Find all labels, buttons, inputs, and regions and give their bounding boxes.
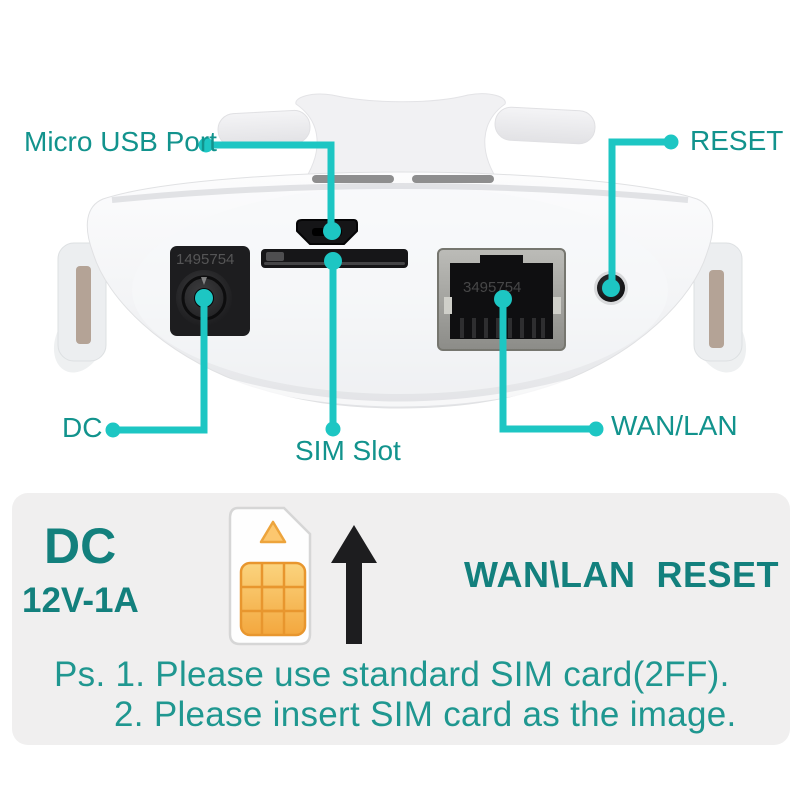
rj45-right-notch (553, 297, 561, 314)
sim-orientation-triangle-icon (259, 520, 287, 544)
mount-bracket-clip (295, 93, 506, 185)
label-wan-lan: WAN/LAN (611, 410, 738, 441)
callout-dots (105, 134, 679, 438)
label-sim-slot: SIM Slot (295, 435, 401, 466)
callout-line-dc (115, 298, 208, 434)
top-slit-right (412, 175, 494, 183)
side-tabs (53, 242, 747, 373)
note-line-1: Ps. 1. Please use standard SIM card(2FF)… (54, 655, 730, 694)
dc-power-jack: 1495754 (170, 246, 250, 336)
sim-contact-pad (239, 561, 307, 637)
bottom-rim-highlight (138, 343, 662, 407)
top-slit-left (312, 175, 394, 183)
rj45-left-notch (444, 297, 452, 314)
panel-dc-spec: 12V-1A (22, 581, 139, 620)
mount-bracket-right-wing (494, 106, 596, 145)
dot-reset-button (602, 279, 620, 297)
label-dc: DC (62, 412, 103, 443)
device-photo: 1495754 (53, 93, 747, 438)
rj45-watermark: 3495754 (463, 279, 521, 296)
insert-arrow-shaft (346, 561, 362, 644)
dc-jack-watermark: 1495754 (176, 251, 234, 268)
dot-reset-label (663, 134, 679, 150)
dot-sim-slot (324, 252, 342, 270)
callout-line-wan-lan (499, 299, 594, 433)
mount-bracket (217, 93, 596, 185)
dot-wan-label (588, 421, 604, 437)
insert-arrow-icon (331, 525, 377, 563)
jack-key-mark (201, 277, 207, 285)
callout-line-micro-usb (206, 141, 335, 231)
panel-dc-title: DC (44, 518, 117, 574)
dot-micro-usb-port (323, 222, 341, 240)
dot-sim-label (325, 421, 341, 437)
dot-dc-label (105, 422, 121, 438)
note-line-2: 2. Please insert SIM card as the image. (114, 695, 737, 734)
right-tab-slot (709, 270, 724, 348)
panel-ports-title: WAN\LAN RESET (464, 554, 780, 595)
dot-dc-jack (195, 289, 213, 307)
dot-wan-port (494, 290, 512, 308)
sim-card-illustration (228, 506, 312, 646)
callout-line-reset (608, 138, 671, 288)
info-panel (12, 493, 790, 745)
body-top-shadow (111, 183, 689, 203)
left-tab-slot (76, 266, 91, 344)
label-micro-usb-port: Micro USB Port (24, 126, 217, 157)
rj45-pins (460, 318, 545, 338)
dot-micro-usb-label (198, 137, 214, 153)
label-reset: RESET (690, 125, 784, 156)
callout-lines (115, 138, 671, 434)
